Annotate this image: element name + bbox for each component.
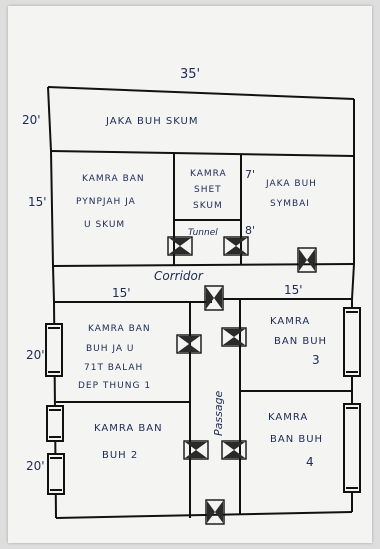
label-tunnel: Tunnel bbox=[188, 228, 218, 238]
room-jaka-buh-skum: JAKA BUH SKUM bbox=[105, 116, 198, 127]
wall-right-corridor bbox=[351, 263, 355, 300]
door-tunnel-right bbox=[223, 236, 249, 256]
wall-row2-bottom bbox=[52, 263, 355, 267]
room-pynpjah-line1: KAMRA BAN bbox=[82, 174, 145, 184]
room-shet-line2: SHET bbox=[194, 185, 222, 195]
floor-plan: 35' 20' 15' 7' 8' 15' 15' 20' 20' JAKA B… bbox=[22, 67, 361, 525]
room-symbai-line1: JAKA BUH bbox=[265, 179, 317, 189]
wall-row1-bottom bbox=[50, 150, 355, 157]
dim-left-width: 15' bbox=[112, 286, 131, 300]
room-shet-line1: KAMRA bbox=[190, 169, 227, 179]
room4-line1: KAMRA bbox=[268, 412, 308, 423]
wall-left-upper bbox=[47, 86, 52, 152]
dim-tunnel-height: 8' bbox=[245, 224, 255, 237]
dim-right-width: 15' bbox=[284, 283, 303, 297]
window-right-1 bbox=[343, 307, 361, 377]
room1-line3: 71T BALAH bbox=[84, 363, 143, 373]
paper-sheet: 35' 20' 15' 7' 8' 15' 15' 20' 20' JAKA B… bbox=[8, 6, 372, 543]
room3-line2: BAN BUH bbox=[274, 336, 327, 347]
door-room3 bbox=[221, 327, 247, 347]
room1-line2: BUH JA U bbox=[86, 344, 135, 354]
room-pynpjah-line3: U SKUM bbox=[84, 220, 125, 230]
dim-tunnel-width: 7' bbox=[245, 168, 255, 181]
dim-top-width: 35' bbox=[180, 67, 200, 82]
room1-line1: KAMRA BAN bbox=[88, 324, 151, 334]
room2-line1: KAMRA BAN bbox=[94, 423, 163, 434]
doors bbox=[167, 236, 317, 525]
wall-top bbox=[47, 86, 355, 100]
room4-line2: BAN BUH bbox=[270, 434, 323, 445]
door-main-bottom bbox=[205, 499, 225, 525]
room-labels: JAKA BUH SKUM KAMRA BAN PYNPJAH JA U SKU… bbox=[76, 116, 327, 469]
door-room2 bbox=[183, 440, 209, 460]
wall-bottom bbox=[55, 511, 353, 519]
wall-left-corridor bbox=[52, 265, 55, 303]
room4-line3: 4 bbox=[306, 455, 314, 469]
windows bbox=[45, 307, 361, 495]
room3-line3: 3 bbox=[312, 353, 320, 367]
dim-row2-height: 15' bbox=[28, 195, 47, 209]
door-room4 bbox=[221, 440, 247, 460]
room3-line1: KAMRA bbox=[270, 316, 310, 327]
dim-row4-height: 20' bbox=[26, 459, 45, 473]
window-left-2 bbox=[46, 405, 64, 442]
window-left-3 bbox=[47, 453, 65, 495]
dim-row3-height: 20' bbox=[26, 348, 45, 362]
room2-line2: BUH 2 bbox=[102, 450, 138, 461]
dimension-labels: 35' 20' 15' 7' 8' 15' 15' 20' 20' bbox=[22, 67, 303, 473]
window-left-1 bbox=[45, 323, 63, 377]
room-pynpjah-line2: PYNPJAH JA bbox=[76, 197, 136, 207]
walls bbox=[47, 86, 355, 519]
label-passage: Passage bbox=[212, 390, 225, 436]
room1-line4: DEP THUNG 1 bbox=[78, 381, 151, 391]
window-right-2 bbox=[343, 403, 361, 493]
dim-row1-height: 20' bbox=[22, 113, 41, 127]
door-symbai bbox=[297, 247, 317, 273]
room-symbai-line2: SYMBAI bbox=[270, 199, 310, 209]
label-corridor: Corridor bbox=[154, 269, 204, 283]
door-tunnel-left bbox=[167, 236, 193, 256]
door-corridor bbox=[204, 285, 224, 311]
room-shet-line3: SKUM bbox=[193, 201, 223, 211]
wall-left-row2 bbox=[50, 150, 54, 267]
door-room1 bbox=[176, 334, 202, 354]
